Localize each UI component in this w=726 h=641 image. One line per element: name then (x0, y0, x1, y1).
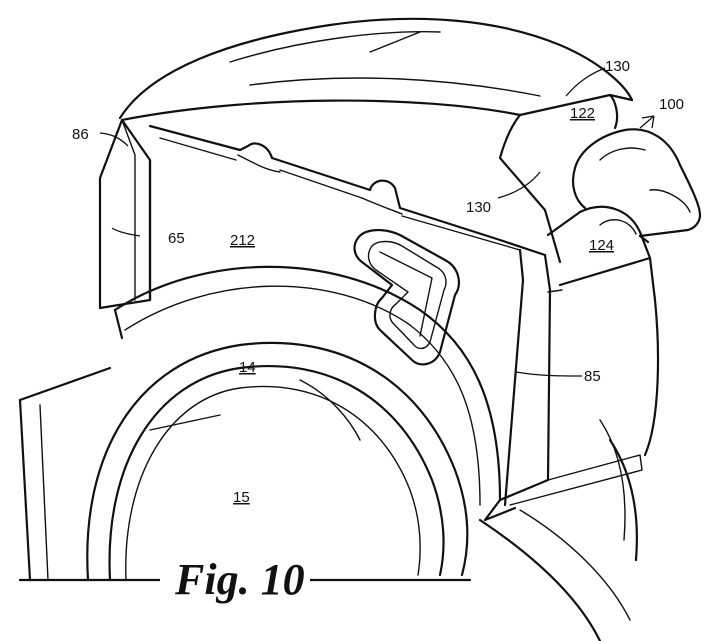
reference-labels: 100 130 122 86 130 65 212 124 85 14 15 (72, 58, 684, 506)
label-85: 85 (584, 368, 601, 385)
label-100: 100 (659, 96, 684, 113)
label-212: 212 (230, 232, 255, 249)
label-86: 86 (72, 126, 89, 143)
label-124: 124 (589, 237, 614, 254)
leader-lines (99, 67, 655, 377)
label-15: 15 (233, 489, 250, 506)
label-130-top: 130 (605, 58, 630, 75)
caption-backdrop (160, 554, 310, 606)
upper-housing (118, 17, 634, 122)
front-plate-212 (98, 118, 643, 522)
slot-feature (353, 229, 460, 366)
label-130-lower: 130 (466, 199, 491, 216)
figure-caption: Fig. 10 (174, 555, 305, 604)
label-14: 14 (239, 359, 256, 376)
label-122: 122 (570, 105, 595, 122)
nose-assembly-100 (498, 93, 702, 457)
label-65: 65 (168, 230, 185, 247)
ring-14 (18, 341, 472, 582)
lower-body (18, 366, 638, 641)
